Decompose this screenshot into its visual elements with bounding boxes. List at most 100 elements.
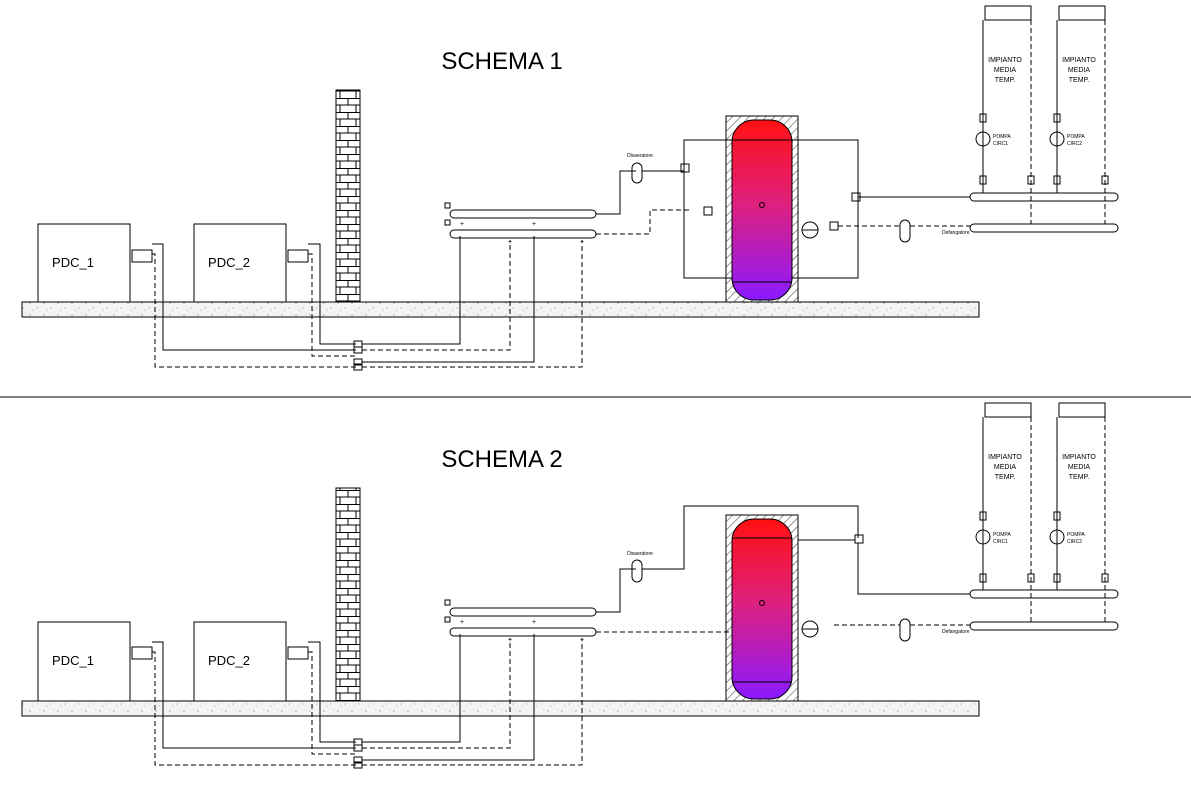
fan-coil-unit <box>1058 5 1106 21</box>
valve-icon <box>979 113 987 123</box>
valve-icon <box>829 221 839 231</box>
heat-pump-label: PDC_2 <box>208 255 250 270</box>
plant-label: MEDIA <box>994 67 1017 74</box>
return-line <box>152 651 356 766</box>
manifold-header <box>449 229 597 239</box>
heat-pump-unit-2 <box>193 223 287 303</box>
valve-icon <box>1053 511 1061 521</box>
deaerator-label: Disaeratore <box>627 153 653 159</box>
manifold-header <box>449 607 597 617</box>
valve-icon <box>979 511 987 521</box>
plant-label: MEDIA <box>1068 67 1091 74</box>
supply-line <box>152 243 356 351</box>
deaerator-label: Disaeratore <box>627 551 653 557</box>
unit-connector <box>287 646 309 660</box>
schema-title: SCHEMA 1 <box>441 48 562 75</box>
pump-label: CIRC2 <box>1067 141 1082 147</box>
return-line <box>308 253 356 357</box>
manifold-header <box>449 209 597 219</box>
plant-manifold <box>969 192 1119 202</box>
valve-icon <box>1027 573 1035 583</box>
supply-line <box>362 236 535 363</box>
valve-icon <box>1027 175 1035 185</box>
plant-label: MEDIA <box>994 464 1017 471</box>
buffer-tank <box>731 119 793 301</box>
tee-symbol: + <box>532 221 536 228</box>
buffer-tank <box>731 518 793 700</box>
return-line <box>362 638 583 766</box>
valve-icon <box>854 534 864 544</box>
return-line <box>362 240 583 368</box>
valve-icon <box>1053 175 1061 185</box>
supply-line <box>596 170 636 215</box>
valve-icon <box>979 175 987 185</box>
tee-symbol: + <box>580 637 584 644</box>
plant-manifold <box>969 223 1119 233</box>
tee-symbol: + <box>532 619 536 626</box>
fan-coil-unit <box>984 402 1032 418</box>
degasser-icon <box>899 618 911 642</box>
pump-icon <box>975 529 991 545</box>
supply-line <box>857 543 970 595</box>
pump-label: POMPA <box>1067 134 1085 140</box>
schema-2: SCHEMA 2 PDC_1 PDC_2 + + + + Disaeratore <box>21 402 1119 769</box>
valve-icon <box>1101 175 1109 185</box>
valve-icon <box>979 573 987 583</box>
valve-icon <box>444 202 451 209</box>
plant-label: TEMP. <box>995 474 1016 481</box>
valve-icon <box>703 206 713 216</box>
supply-line <box>362 236 461 345</box>
pump-label: CIRC1 <box>993 141 1008 147</box>
supply-line <box>308 243 356 345</box>
fan-coil-unit <box>984 5 1032 21</box>
heat-pump-unit-1 <box>37 223 131 303</box>
valve-icon <box>444 219 451 226</box>
return-line <box>362 240 511 351</box>
tee-symbol: + <box>580 239 584 246</box>
valve-icon <box>680 163 690 173</box>
supply-line <box>596 568 636 613</box>
return-line <box>596 209 690 235</box>
plant-label: IMPIANTO <box>1062 454 1096 461</box>
pump-icon <box>1049 529 1065 545</box>
plant-label: TEMP. <box>1069 77 1090 84</box>
ground-slab <box>21 700 980 717</box>
heat-pump-label: PDC_2 <box>208 653 250 668</box>
valve-icon <box>1101 573 1109 583</box>
deaerator-icon <box>631 162 643 184</box>
supply-line <box>152 641 356 749</box>
manifold-header <box>449 627 597 637</box>
plant-label: IMPIANTO <box>1062 57 1096 64</box>
unit-connector <box>131 646 153 660</box>
supply-line <box>308 641 356 743</box>
pump-icon <box>1049 131 1065 147</box>
heat-pump-label: PDC_1 <box>52 653 94 668</box>
tee-symbol: + <box>460 221 464 228</box>
fan-coil-unit <box>1058 402 1106 418</box>
return-line <box>152 253 356 368</box>
supply-line <box>642 505 859 570</box>
tee-symbol: + <box>508 239 512 246</box>
pump-icon <box>975 131 991 147</box>
schema-1: SCHEMA 1 PDC_1 PDC_2 + <box>21 5 1119 371</box>
return-line <box>308 651 356 755</box>
tee-symbol: + <box>508 637 512 644</box>
pump-label: CIRC2 <box>1067 539 1082 545</box>
plant-label: TEMP. <box>1069 474 1090 481</box>
degasser-label: Defangatore <box>942 629 970 635</box>
pump-label: POMPA <box>1067 532 1085 538</box>
plant-manifold <box>969 589 1119 599</box>
tank-sensor-icon <box>759 202 765 208</box>
unit-connector <box>131 249 153 263</box>
supply-line <box>362 634 461 743</box>
pump-label: CIRC1 <box>993 539 1008 545</box>
heat-pump-label: PDC_1 <box>52 255 94 270</box>
degasser-label: Defangatore <box>942 230 970 236</box>
plant-label: TEMP. <box>995 77 1016 84</box>
degasser-icon <box>899 219 911 243</box>
chimney <box>335 487 361 702</box>
supply-line <box>362 634 535 761</box>
chimney <box>335 89 361 303</box>
